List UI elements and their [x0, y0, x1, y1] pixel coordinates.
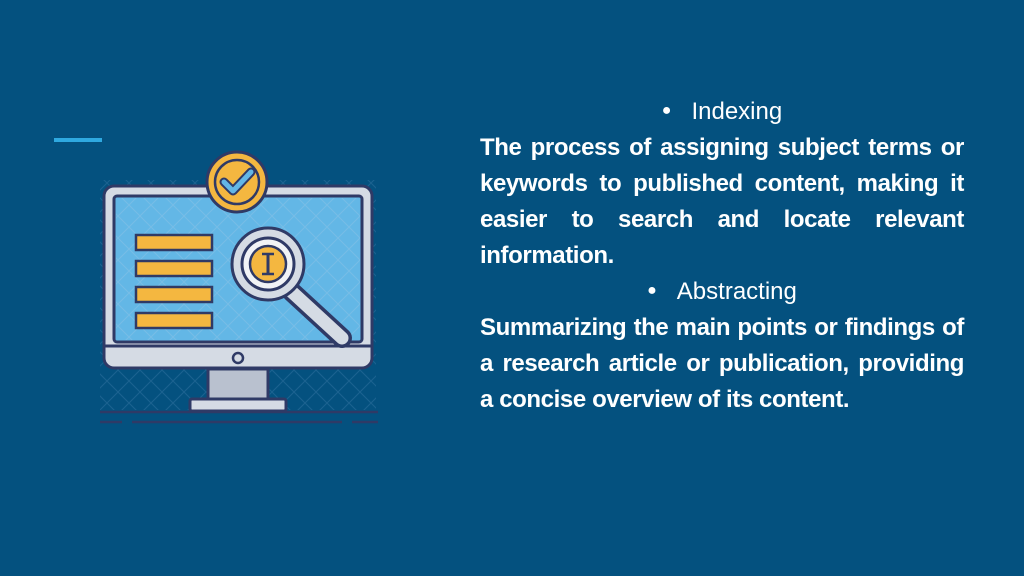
bullet-icon: ● [661, 101, 672, 119]
section-heading-abstracting: ● Abstracting [480, 274, 964, 310]
section-heading-label: Indexing [691, 98, 783, 125]
section-description-abstracting: Summarizing the main points or findings … [480, 314, 964, 413]
section-heading-label: Abstracting [676, 278, 797, 305]
content-text-block: ● Indexing The process of assigning subje… [480, 94, 964, 418]
accent-line [54, 138, 102, 142]
section-description-indexing: The process of assigning subject terms o… [480, 134, 964, 269]
bullet-icon: ● [647, 281, 657, 299]
monitor-search-illustration-icon [96, 150, 381, 432]
section-heading-indexing: ● Indexing [480, 94, 964, 130]
